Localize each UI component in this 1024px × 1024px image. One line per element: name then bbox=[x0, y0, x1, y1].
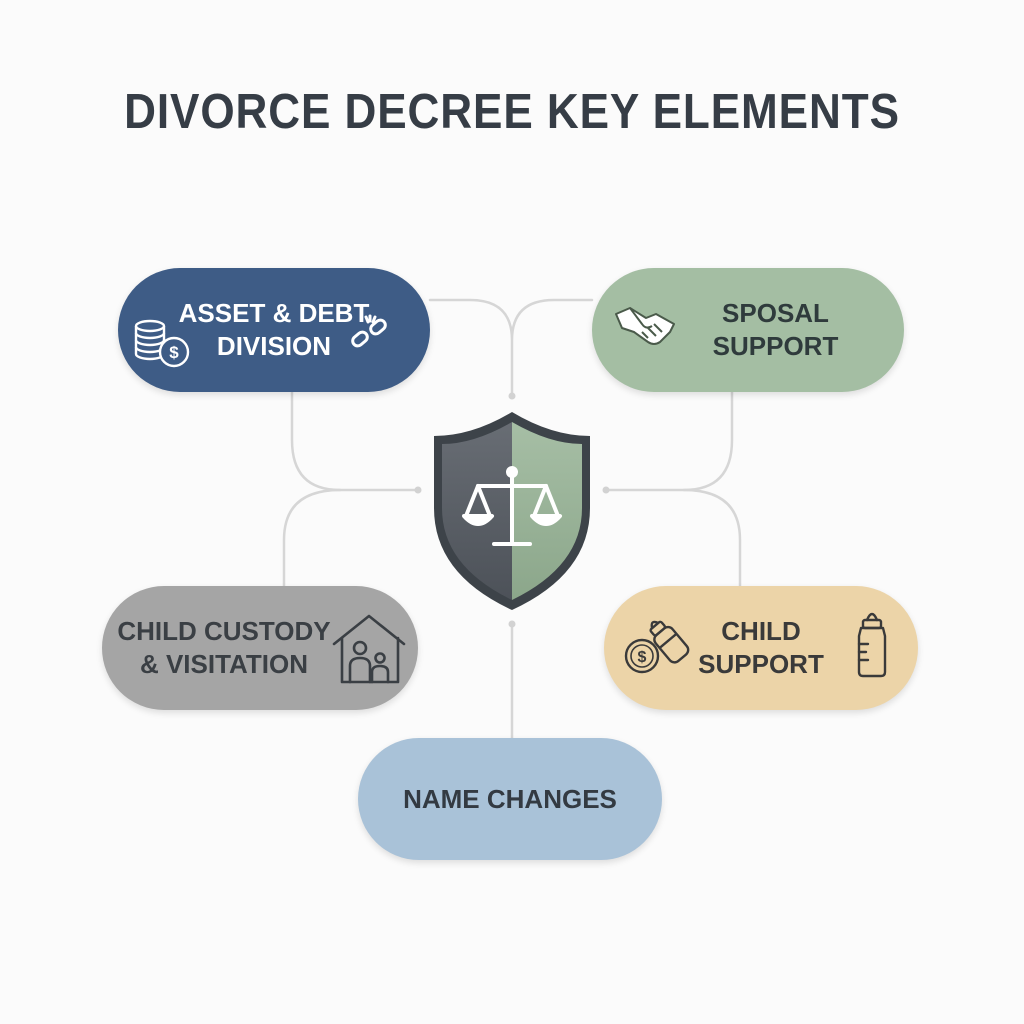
coins-icon: $ bbox=[134, 319, 190, 368]
diagram-title: DIVORCE DECREE KEY ELEMENTS bbox=[124, 85, 900, 139]
asset-debt-label: ASSET & DEBT DIVISION bbox=[179, 297, 370, 363]
name-changes-line1: NAME CHANGES bbox=[403, 783, 617, 814]
custody-line2: & VISITATION bbox=[139, 649, 309, 679]
custody-label: CHILD CUSTODY & VISITATION bbox=[117, 615, 330, 681]
shield-scales-icon bbox=[434, 412, 590, 610]
connector-left-lower bbox=[282, 488, 342, 588]
spousal-line1: SPOSAL bbox=[722, 298, 829, 328]
node-name-changes: NAME CHANGES bbox=[358, 738, 662, 860]
name-changes-label: NAME CHANGES bbox=[403, 783, 617, 816]
handshake-icon bbox=[615, 307, 675, 345]
connector-right-upper bbox=[604, 390, 734, 492]
svg-text:$: $ bbox=[638, 649, 647, 666]
spousal-label: SPOSAL SUPPORT bbox=[713, 297, 839, 363]
child-support-line2: SUPPORT bbox=[698, 649, 824, 679]
connector-top bbox=[428, 298, 594, 397]
coin-bottle-icon: $ bbox=[624, 620, 690, 674]
child-support-label: CHILD SUPPORT bbox=[698, 615, 824, 681]
child-support-line1: CHILD bbox=[721, 616, 801, 646]
connector-left-upper bbox=[290, 390, 420, 492]
node-asset-debt-division: ASSET & DEBT DIVISION bbox=[118, 268, 430, 392]
asset-debt-line1: ASSET & DEBT bbox=[178, 298, 370, 328]
connector-right-lower bbox=[682, 488, 742, 588]
asset-debt-line2: DIVISION bbox=[216, 331, 332, 361]
node-spousal-support: SPOSAL SUPPORT bbox=[592, 268, 904, 392]
custody-line1: CHILD CUSTODY bbox=[117, 616, 331, 646]
broken-chain-icon bbox=[351, 314, 387, 348]
svg-text:$: $ bbox=[169, 343, 179, 362]
baby-bottle-icon bbox=[857, 612, 887, 678]
house-family-icon bbox=[332, 614, 406, 684]
spousal-line2: SUPPORT bbox=[712, 331, 839, 361]
